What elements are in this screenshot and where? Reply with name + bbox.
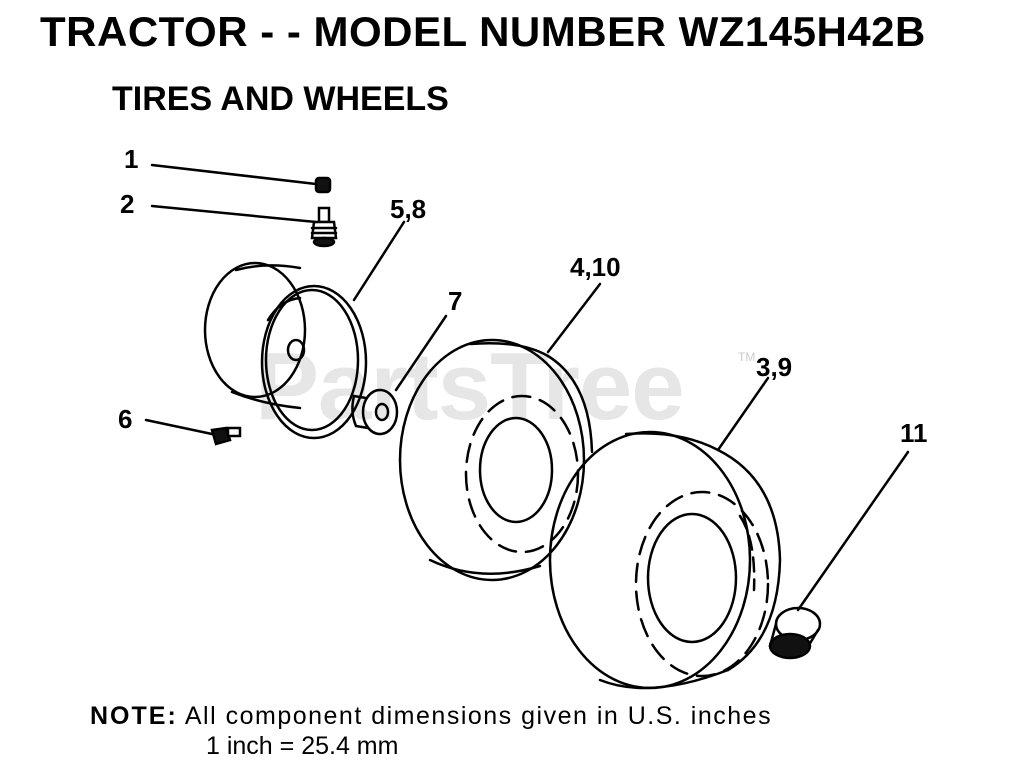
callout-5-8[interactable]: 5,8 [390, 194, 426, 224]
leader-line-11 [796, 450, 910, 612]
note-line-2: 1 inch = 25.4 mm [206, 732, 399, 760]
watermark: PartsTree [255, 333, 685, 440]
leader-line-6 [144, 418, 214, 436]
part-bolt[interactable] [210, 426, 242, 446]
leader-line-5-8 [352, 220, 406, 302]
page-title: TRACTOR - - MODEL NUMBER WZ145H42B [40, 8, 926, 55]
callout-4-10[interactable]: 4,10 [570, 252, 621, 282]
note-line-1: NOTE: All component dimensions given in … [90, 702, 772, 731]
callout-7[interactable]: 7 [448, 286, 462, 316]
leader-line-1 [150, 163, 318, 186]
callout-6[interactable]: 6 [118, 404, 132, 434]
section-title: TIRES AND WHEELS [112, 80, 449, 118]
part-hub-cap[interactable] [768, 606, 822, 660]
part-bushing[interactable] [351, 388, 399, 436]
leader-line-2 [150, 204, 318, 224]
callout-1[interactable]: 1 [124, 144, 138, 174]
note-text: All component dimensions given in U.S. i… [184, 702, 773, 730]
leader-line-4-10 [546, 282, 602, 354]
part-rear-tire[interactable] [548, 430, 782, 690]
leader-line-7 [394, 314, 448, 392]
callout-11[interactable]: 11 [900, 418, 928, 448]
note-label: NOTE: [90, 702, 178, 730]
watermark-tm: TM [738, 350, 756, 364]
callout-2[interactable]: 2 [120, 189, 134, 219]
part-wheel-rim[interactable] [203, 261, 368, 440]
callout-3-9[interactable]: 3,9 [756, 352, 792, 382]
part-valve-stem[interactable] [310, 206, 338, 248]
leader-line-3-9 [716, 376, 770, 452]
part-front-tire[interactable] [398, 338, 594, 582]
part-valve-cap[interactable] [314, 176, 332, 194]
